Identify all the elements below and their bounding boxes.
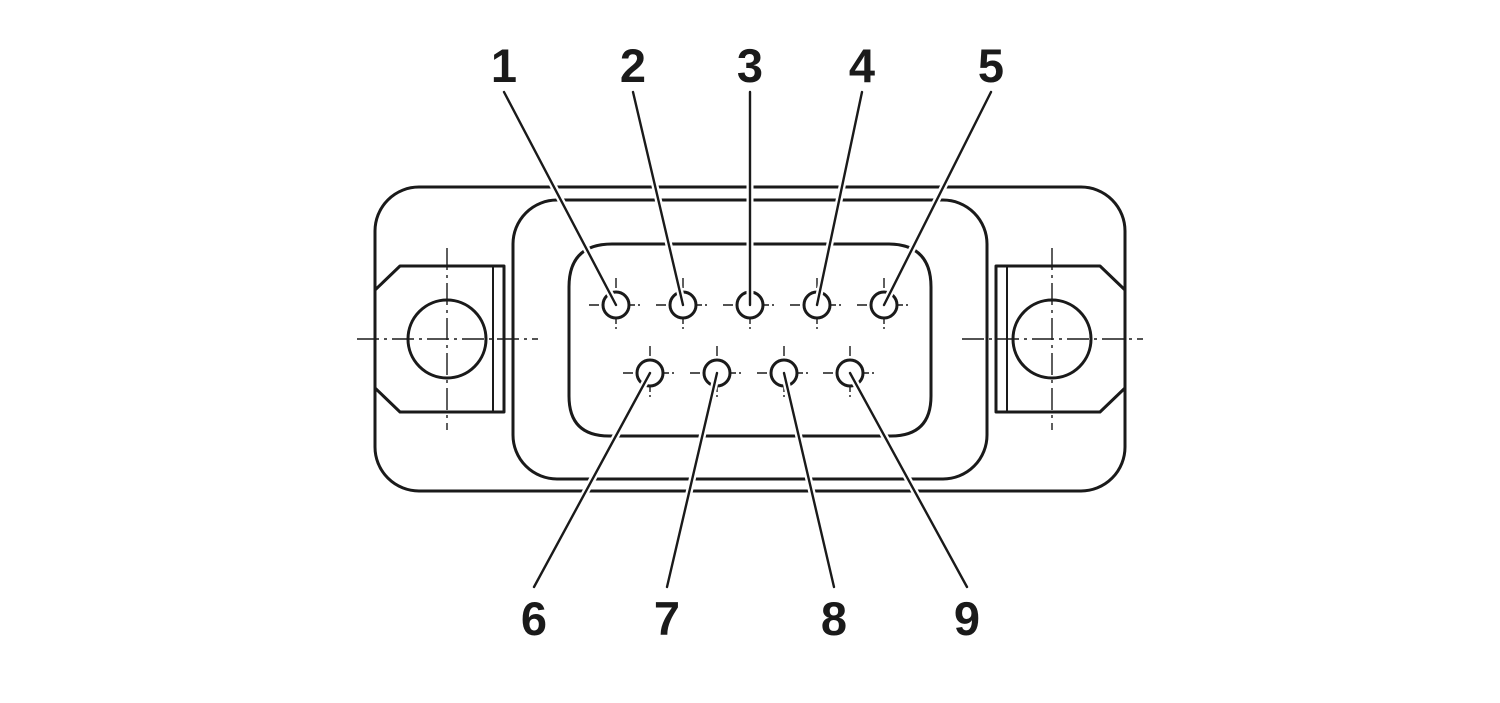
pin-1: 1 [491, 39, 643, 332]
pin-4: 4 [790, 39, 875, 332]
pin-8-leader [782, 371, 836, 589]
right-mounting-lock [962, 248, 1143, 430]
pin-4-label: 4 [849, 39, 875, 92]
pin-9: 9 [823, 346, 980, 645]
pin-2-label: 2 [620, 39, 646, 92]
pin-3: 3 [723, 39, 777, 332]
pin-2-leader [631, 90, 685, 307]
pin-5-label: 5 [978, 39, 1004, 92]
right-lock-body [994, 264, 1127, 414]
pin-1-leader [502, 90, 618, 307]
pin-2: 2 [620, 39, 710, 332]
pin-8: 8 [757, 346, 847, 645]
pin-5-leader [882, 90, 993, 307]
pin-6-leader [532, 371, 652, 589]
left-lock-body [373, 264, 506, 414]
pin-7-leader [665, 371, 719, 589]
pin-4-leader [815, 90, 864, 307]
pin-8-label: 8 [821, 592, 847, 645]
pin-6-label: 6 [521, 592, 547, 645]
pins-layer: 1 2 3 4 5 6 7 8 9 [491, 39, 1004, 645]
pin-7: 7 [654, 346, 744, 645]
pin-3-label: 3 [737, 39, 763, 92]
pin-1-label: 1 [491, 39, 517, 92]
pin-6: 6 [521, 346, 677, 645]
shell-inner [567, 242, 933, 438]
pin-7-label: 7 [654, 592, 680, 645]
pin-9-leader [848, 371, 969, 589]
pin-9-label: 9 [954, 592, 980, 645]
left-mounting-lock [357, 248, 538, 430]
pin-5: 5 [857, 39, 1004, 332]
